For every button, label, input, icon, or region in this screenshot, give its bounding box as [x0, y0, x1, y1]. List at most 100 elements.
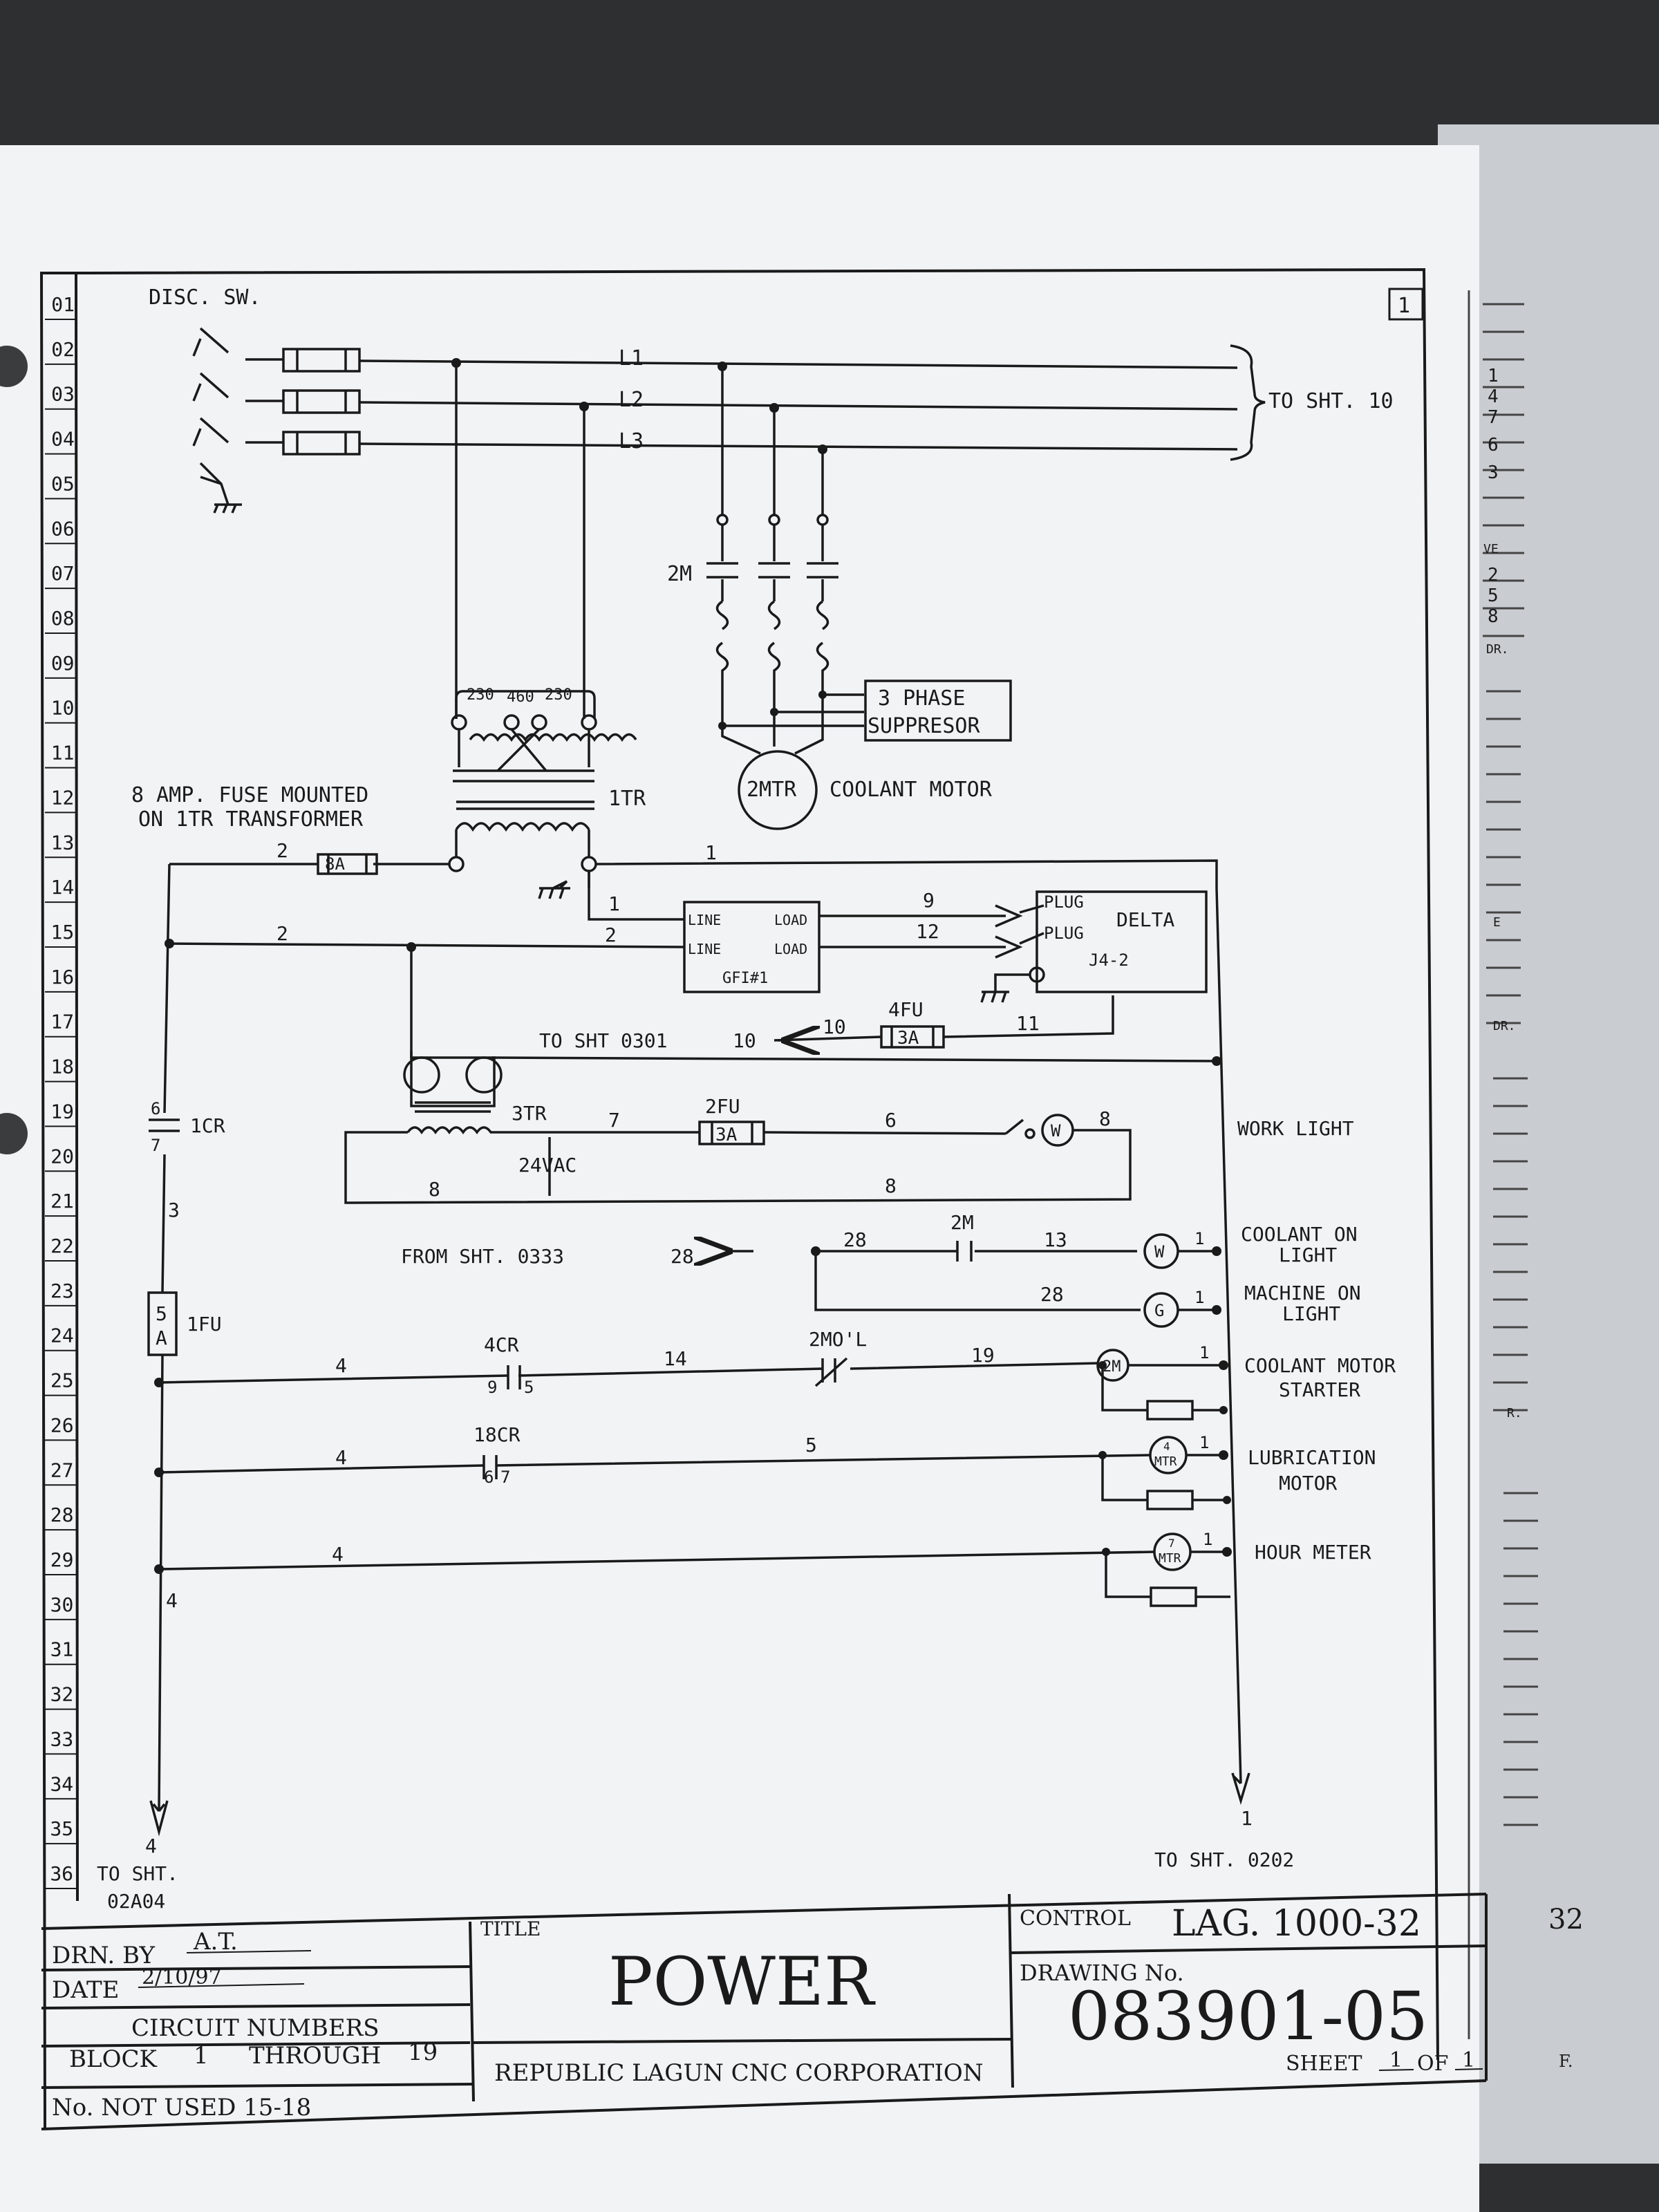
meter-7-label: 7 — [1168, 1537, 1175, 1550]
side-tab-digit: 4 — [1488, 386, 1499, 407]
line-l3-label: L3 — [619, 429, 644, 453]
wire-28-label: 28 — [671, 1245, 694, 1268]
transformer-3tr-label: 3TR — [512, 1102, 547, 1125]
coil-2m-label: 2M — [1103, 1358, 1121, 1376]
to-sheet-02a04-label-1: TO SHT. — [97, 1862, 178, 1885]
fuse-3a-label: 3A — [897, 1028, 919, 1049]
relay-pin-7: 7 — [151, 1136, 160, 1155]
row-number: 24 — [50, 1324, 74, 1347]
lamp-g-label: G — [1154, 1301, 1164, 1320]
fuse-1fu-label: 1FU — [187, 1313, 222, 1335]
to-sheet-0202-label: TO SHT. 0202 — [1154, 1848, 1294, 1871]
wire-4-label: 4 — [145, 1835, 157, 1857]
row-number: 36 — [50, 1862, 73, 1885]
row-number: 05 — [51, 472, 75, 495]
side-tab-digit: 5 — [1488, 585, 1499, 606]
overload-2mol-label: 2MO'L — [809, 1328, 867, 1351]
row-number: 31 — [50, 1638, 74, 1661]
wire-8-label: 8 — [429, 1178, 440, 1201]
delta-label: DELTA — [1116, 908, 1174, 931]
tap-230-right: 230 — [545, 686, 572, 704]
lubrication-label-1: LUBRICATION — [1248, 1446, 1376, 1469]
wire-13-label: 13 — [1044, 1228, 1067, 1251]
gfi-load-label: LOAD — [774, 912, 807, 928]
junction-dots — [154, 358, 1232, 1574]
fuse-note-2: ON 1TR TRANSFORMER — [138, 807, 364, 832]
from-sheet-0333-label: FROM SHT. 0333 — [401, 1245, 564, 1268]
relay-18cr-label: 18CR — [474, 1423, 521, 1446]
side-tab-digit: 7 — [1488, 407, 1499, 428]
row-number: 29 — [50, 1548, 74, 1571]
wire-1-label: 1 — [1241, 1807, 1253, 1830]
fuse-note-1: 8 AMP. FUSE MOUNTED — [131, 783, 368, 807]
wire-8-label: 8 — [885, 1174, 897, 1197]
suppressor-label-2: SUPPRESOR — [868, 714, 980, 738]
schematic-sheet — [0, 145, 1479, 2212]
lamp-w2-label: W — [1154, 1242, 1165, 1262]
row-number: 18 — [50, 1056, 74, 1078]
wire-2-label: 2 — [276, 922, 288, 945]
row-number: 09 — [51, 652, 75, 675]
side-tab-e: E — [1493, 915, 1501, 930]
row-number: 35 — [50, 1817, 73, 1840]
node-1-label: 1 — [1199, 1343, 1209, 1362]
coolant-on-label-1: COOLANT ON — [1241, 1223, 1358, 1246]
sheet-marker-box — [1388, 288, 1424, 321]
coolant-starter-label-1: COOLANT MOTOR — [1244, 1354, 1396, 1377]
wire-12-label: 12 — [916, 920, 939, 943]
row-number: 22 — [50, 1235, 74, 1257]
hour-meter-label: HOUR METER — [1255, 1541, 1371, 1564]
machine-on-label-2: LIGHT — [1282, 1302, 1340, 1325]
row-number: 25 — [50, 1369, 74, 1392]
row-number: 33 — [50, 1727, 74, 1750]
block-label: BLOCK — [69, 2045, 157, 2073]
gfi-line-label: LINE — [688, 941, 721, 957]
row-number: 10 — [51, 697, 75, 720]
title-label: TITLE — [480, 1918, 541, 1940]
drawing-number-label: DRAWING No. — [1020, 1960, 1184, 1986]
power-wiring — [192, 327, 1266, 872]
power-labels: DISC. SW. L1 L2 L3 TO SHT. 10 2M 3 PHASE… — [131, 285, 1394, 832]
company-name: REPUBLIC LAGUN CNC CORPORATION — [494, 2059, 984, 2087]
row-number: 32 — [50, 1683, 74, 1706]
sheet-number: 1 — [1389, 2048, 1403, 2072]
row-number: 19 — [50, 1100, 74, 1123]
coolant-on-label-2: LIGHT — [1279, 1244, 1337, 1266]
row-number: 01 — [51, 293, 75, 316]
row-number: 28 — [50, 1503, 74, 1526]
fuse-3a-label: 3A — [715, 1125, 738, 1145]
drawing-title: POWER — [608, 1943, 876, 2021]
relay-pin-9: 9 — [487, 1378, 497, 1397]
sheet-marker: 1 — [1398, 294, 1410, 318]
date-label: DATE — [52, 1976, 119, 2004]
through-label: THROUGH — [249, 2042, 381, 2070]
wire-6-label: 6 — [885, 1109, 897, 1132]
wire-3-label: 3 — [168, 1199, 180, 1221]
row-number: 21 — [50, 1190, 74, 1212]
side-tab-ve: VE — [1483, 542, 1499, 556]
contact-2m-label: 2M — [950, 1211, 974, 1234]
relay-pin-7: 7 — [500, 1468, 510, 1487]
wire-10-label: 10 — [733, 1029, 756, 1052]
side-tab-digit: 8 — [1488, 606, 1499, 627]
wire-1-label: 1 — [608, 892, 620, 915]
block-from: 1 — [194, 2042, 209, 2070]
relay-pin-5: 5 — [524, 1378, 534, 1397]
control-value: LAG. 1000-32 — [1172, 1903, 1421, 1944]
motor-2mtr-label: 2MTR — [747, 778, 797, 802]
gfi-label: GFI#1 — [722, 970, 768, 987]
wire-4-label: 4 — [332, 1543, 344, 1566]
lubrication-label-2: MOTOR — [1279, 1472, 1337, 1494]
tap-460: 460 — [507, 688, 534, 706]
row-number: 11 — [51, 742, 75, 765]
row-number: 12 — [51, 786, 75, 809]
row-number: 14 — [51, 876, 75, 899]
row-number: 26 — [50, 1414, 74, 1436]
coolant-starter-label-2: STARTER — [1279, 1378, 1360, 1401]
line-l1-label: L1 — [619, 346, 644, 371]
node-1-label: 1 — [1203, 1530, 1212, 1549]
gfi-line-label: LINE — [688, 912, 721, 928]
contactor-2m-label: 2M — [667, 562, 692, 586]
